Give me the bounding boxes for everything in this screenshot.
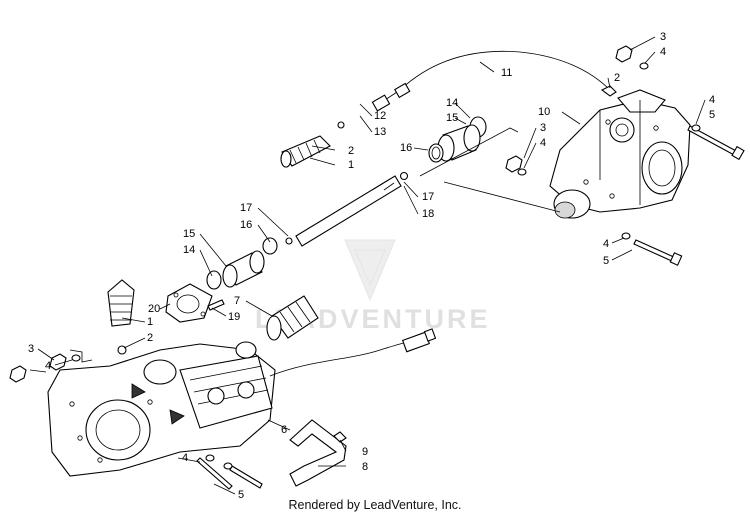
callout-1: 1 xyxy=(147,316,153,328)
lower-cable xyxy=(269,341,421,377)
callout-10: 10 xyxy=(538,106,550,118)
left-boot xyxy=(107,279,135,355)
callout-1: 1 xyxy=(348,159,354,171)
callout-14: 14 xyxy=(183,244,195,256)
callout-5: 5 xyxy=(709,109,715,121)
callout-4: 4 xyxy=(45,360,51,372)
callout-4: 4 xyxy=(182,452,188,464)
upper-seal-stack xyxy=(428,116,487,163)
callout-3: 3 xyxy=(660,31,666,43)
callout-7: 7 xyxy=(234,295,240,307)
callout-5: 5 xyxy=(238,489,244,501)
callout-17: 17 xyxy=(240,202,252,214)
callout-19: 19 xyxy=(228,311,240,323)
callout-12: 12 xyxy=(374,110,386,122)
drive-shaft xyxy=(285,171,409,247)
upper-cable xyxy=(399,50,611,91)
upper-boot xyxy=(280,135,331,168)
callout-15: 15 xyxy=(446,112,458,124)
flange-plate xyxy=(165,283,225,323)
middle-boot xyxy=(266,295,319,341)
callout-18: 18 xyxy=(422,208,434,220)
callout-6: 6 xyxy=(281,424,287,436)
callout-11: 11 xyxy=(501,67,512,79)
watermark-logo-icon xyxy=(344,239,396,302)
callout-15: 15 xyxy=(183,228,195,240)
callout-4: 4 xyxy=(540,137,546,149)
callout-16: 16 xyxy=(240,219,252,231)
leader-lines xyxy=(37,36,706,495)
nuts-washers xyxy=(9,45,649,383)
callout-8: 8 xyxy=(362,461,368,473)
upper-gearcase-housing xyxy=(549,89,691,219)
callout-4: 4 xyxy=(603,238,609,250)
callout-4: 4 xyxy=(660,46,666,58)
callout-2: 2 xyxy=(348,145,354,157)
render-credit: Rendered by LeadVenture, Inc. xyxy=(288,498,462,512)
callout-4: 4 xyxy=(709,94,715,106)
callout-2: 2 xyxy=(614,72,620,84)
callout-3: 3 xyxy=(28,343,34,355)
callout-2: 2 xyxy=(147,332,153,344)
callout-3: 3 xyxy=(540,122,546,134)
callout-5: 5 xyxy=(603,255,609,267)
assembly-lines xyxy=(29,127,561,373)
callout-17: 17 xyxy=(422,191,434,203)
lower-gearcase-housing xyxy=(47,341,276,477)
callout-9: 9 xyxy=(362,446,368,458)
bracket xyxy=(289,419,347,487)
callout-16: 16 xyxy=(400,142,412,154)
callout-13: 13 xyxy=(374,126,386,138)
bolts xyxy=(196,124,745,490)
middle-seal-stack xyxy=(206,237,278,290)
callout-14: 14 xyxy=(446,97,458,109)
callouts: 2 1 3 4 11 2 4 5 10 14 15 12 13 16 3 4 1… xyxy=(28,31,715,501)
callout-20: 20 xyxy=(148,303,160,315)
